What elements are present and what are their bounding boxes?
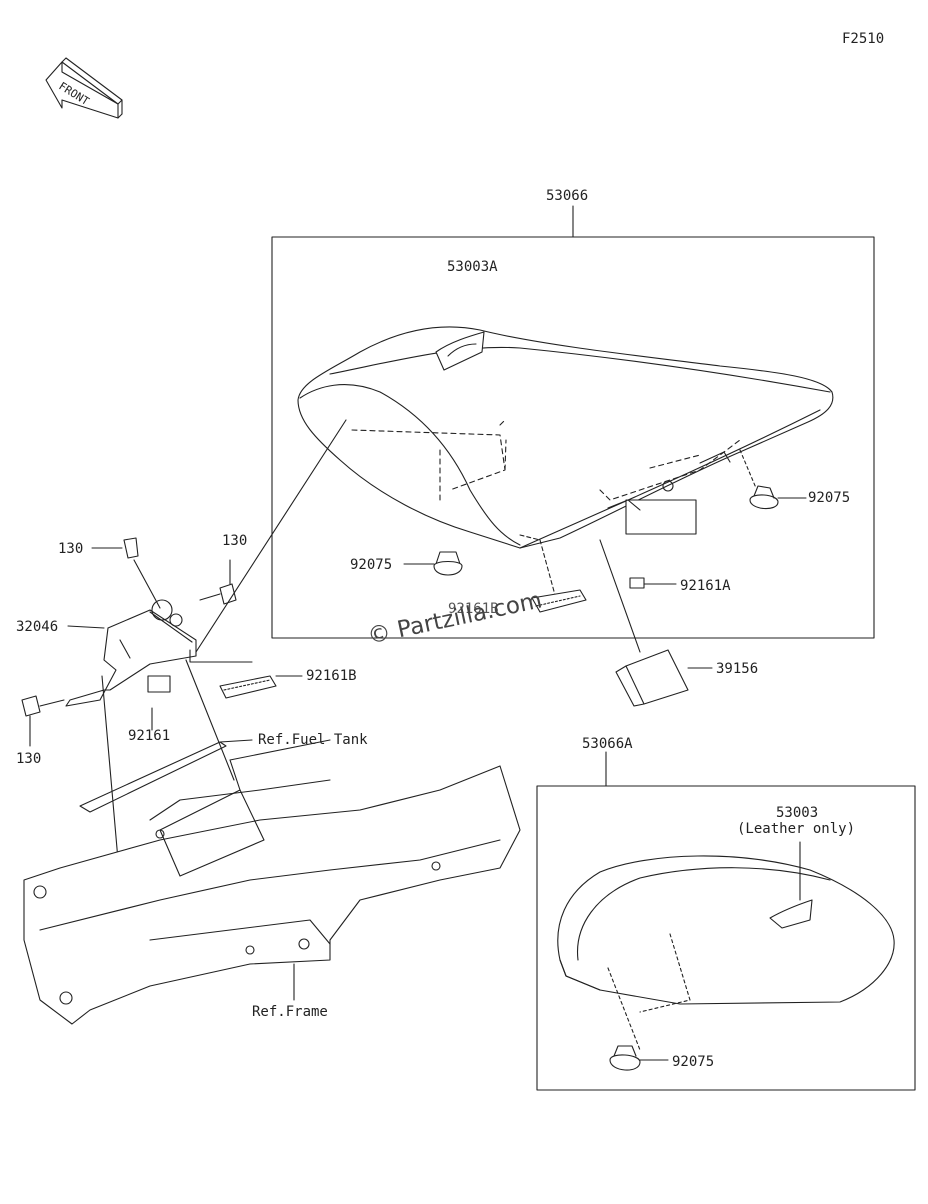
front-arrow-icon: FRONT [45, 57, 123, 119]
callout-53066A: 53066A [582, 736, 633, 752]
seat-clip [531, 589, 587, 613]
callout-53003A: 53003A [447, 259, 498, 275]
pillion-seat-box [536, 785, 916, 1091]
grommet-92161A [629, 577, 677, 589]
callout-39156: 39156 [716, 661, 759, 677]
leader-seat-to-latch [195, 419, 347, 653]
latch-bracket-32046 [21, 537, 237, 747]
lock-39156 [599, 539, 713, 707]
callout-130-bottom: 130 [16, 751, 42, 767]
callout-ref-frame: Ref.Frame [252, 1004, 328, 1020]
fuel-tank-gasket [79, 659, 253, 861]
callout-92161A: 92161A [680, 578, 731, 594]
callout-92161: 92161 [128, 728, 171, 744]
callout-53003: 53003 [776, 805, 819, 821]
pillion-seat [557, 841, 895, 1071]
figure-code: F2510 [842, 31, 885, 47]
damper-right [739, 449, 807, 510]
callout-92161B: 92161B [306, 668, 357, 684]
callout-92075-left: 92075 [350, 557, 393, 573]
callout-53066: 53066 [546, 188, 589, 204]
callout-130-right: 130 [222, 533, 248, 549]
callout-32046: 32046 [16, 619, 59, 635]
damper-left [403, 551, 463, 576]
callout-leather-only: (Leather only) [737, 821, 856, 837]
clip-92161B [189, 649, 303, 699]
frame [23, 739, 521, 1025]
callout-ref-fuel-tank: Ref.Fuel Tank [258, 732, 368, 748]
callout-92075-pillion: 92075 [672, 1054, 715, 1070]
callout-92161B-hidden: 92161B [448, 601, 499, 617]
seat [297, 326, 834, 596]
callout-130-top: 130 [58, 541, 84, 557]
callout-92075-right: 92075 [808, 490, 851, 506]
